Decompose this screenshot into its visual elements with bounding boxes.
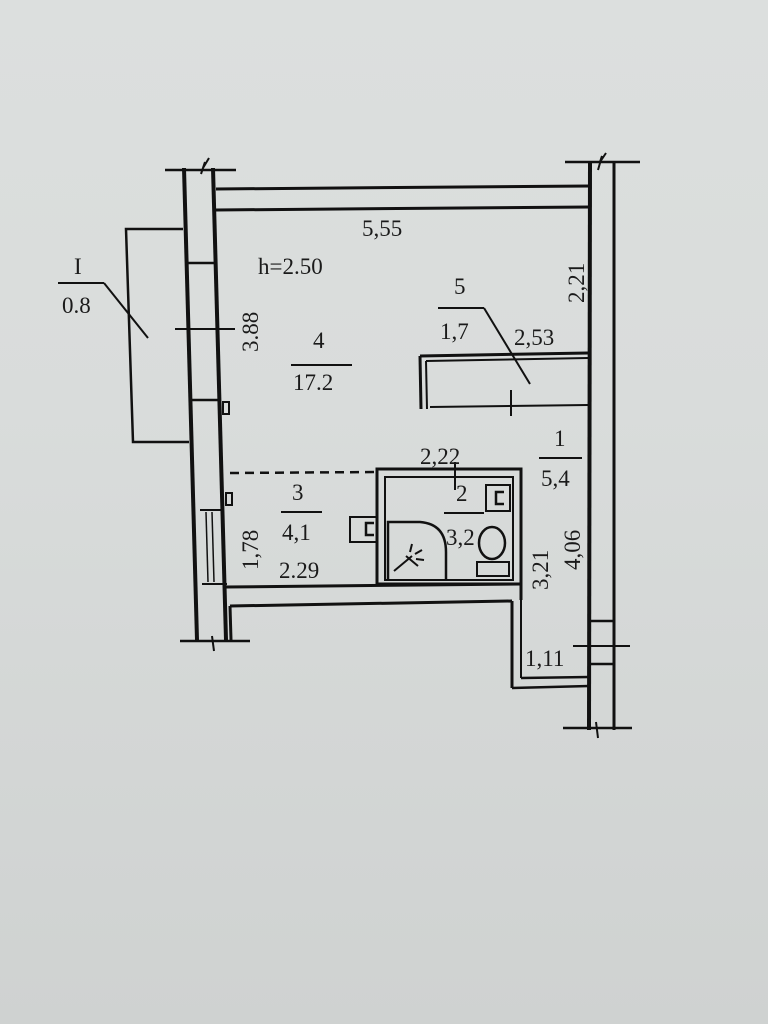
- closet-room-5: [418, 307, 589, 416]
- room2-area: 3,2: [446, 525, 475, 550]
- balcony-number: I: [74, 254, 82, 279]
- dim-closet-width: 2,53: [514, 325, 554, 350]
- dim-top-width: 5,55: [362, 216, 402, 241]
- shower-icon: [393, 543, 425, 572]
- bottom-wall: [225, 582, 590, 690]
- bathroom-room-2: [349, 462, 523, 586]
- room3-area: 4,1: [282, 520, 311, 545]
- left-wall: [165, 157, 250, 652]
- room-divider-dashed: [229, 470, 379, 475]
- dim-right-upper: 2,21: [564, 263, 589, 303]
- toilet-icon: [476, 525, 510, 577]
- top-wall: [215, 184, 591, 212]
- radiator-icon: [349, 516, 378, 543]
- dim-hall-bath-height: 3,21: [528, 550, 553, 590]
- dim-room3-height: 1,78: [238, 530, 263, 570]
- dim-hall-bottom-width: 1,11: [525, 646, 564, 671]
- room1-number: 1: [554, 426, 566, 451]
- dim-bath-width: 2,22: [420, 444, 460, 469]
- room2-number: 2: [456, 481, 468, 506]
- room4-area: 17.2: [293, 370, 333, 395]
- balcony-area: 0.8: [62, 293, 91, 318]
- ceiling-height: h=2.50: [258, 254, 323, 279]
- room5-area: 1,7: [440, 319, 469, 344]
- room4-number: 4: [313, 328, 325, 353]
- room5-number: 5: [454, 274, 466, 299]
- room3-number: 3: [292, 480, 304, 505]
- balcony: [58, 227, 189, 444]
- dim-hall-height: 4,06: [560, 530, 585, 570]
- sink-icon: [485, 484, 511, 512]
- room1-area: 5,4: [541, 466, 570, 491]
- dim-room4-height: 3.88: [238, 312, 263, 352]
- dim-room3-width: 2.29: [279, 558, 319, 583]
- right-wall: [563, 152, 640, 739]
